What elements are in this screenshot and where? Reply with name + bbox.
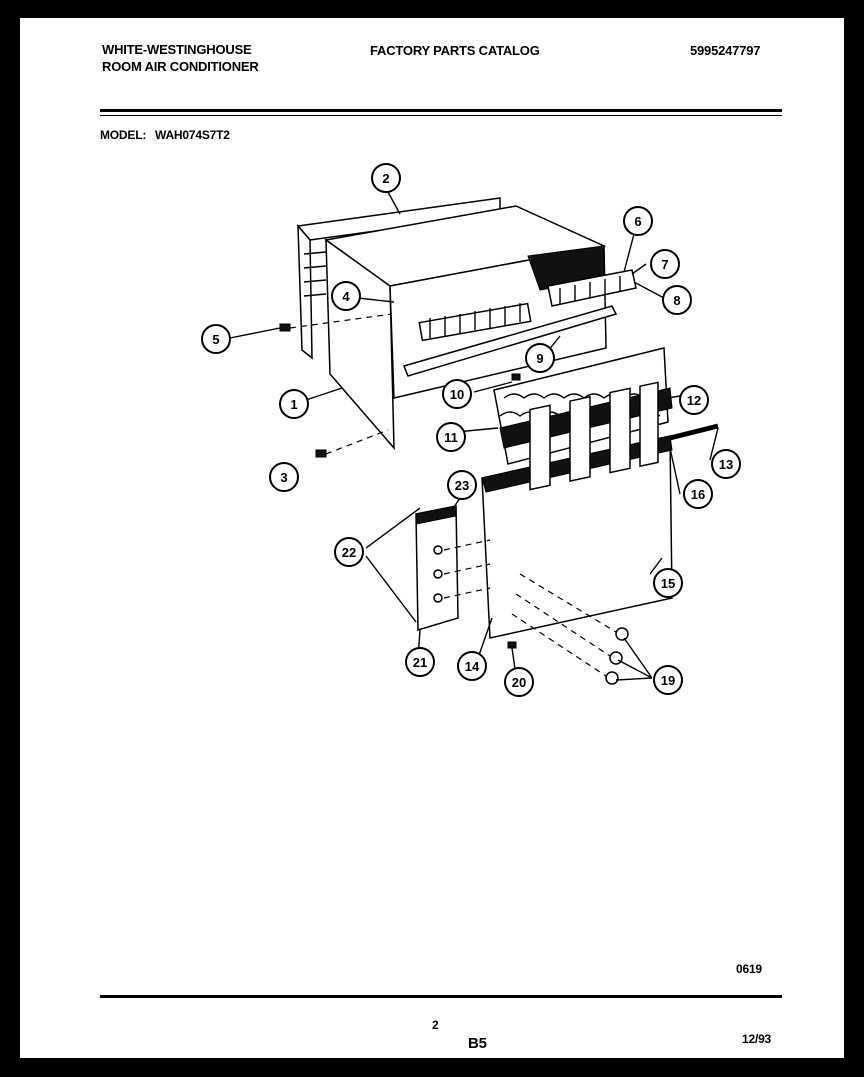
exploded-parts-diagram: 1 2 3 4 5 6 7 8 9 10 11 12 13 14 15 16 1… <box>201 163 741 697</box>
callout-16: 16 <box>683 479 713 509</box>
grille-louver-1 <box>529 404 551 491</box>
svg-text:16: 16 <box>691 487 705 502</box>
louver-rail-right <box>547 269 637 307</box>
svg-text:22: 22 <box>342 545 356 560</box>
footer-code: 0619 <box>736 962 762 976</box>
callout-19: 19 <box>653 665 683 695</box>
screw-20 <box>507 641 517 649</box>
cabinet-side-flange <box>297 223 313 360</box>
brand-line-2: ROOM AIR CONDITIONER <box>102 59 259 74</box>
callout-3: 3 <box>269 462 299 492</box>
callout-10: 10 <box>442 379 472 409</box>
section-code: B5 <box>468 1035 487 1052</box>
louver-rail-left <box>418 302 532 342</box>
header-rule-thin <box>100 115 782 116</box>
svg-text:1: 1 <box>290 397 297 412</box>
header-rule-thick <box>100 109 782 112</box>
svg-text:2: 2 <box>382 171 389 186</box>
svg-text:8: 8 <box>673 293 680 308</box>
brand-line-1: WHITE-WESTINGHOUSE <box>102 42 252 57</box>
support-rail <box>402 305 618 377</box>
callout-6: 6 <box>623 206 653 236</box>
svg-text:20: 20 <box>512 675 526 690</box>
svg-text:9: 9 <box>536 351 543 366</box>
catalog-title: FACTORY PARTS CATALOG <box>370 43 540 58</box>
callout-21: 21 <box>405 647 435 677</box>
grille-louver-2 <box>569 395 591 483</box>
page-number: 2 <box>432 1018 439 1032</box>
callout-2: 2 <box>371 163 401 193</box>
grille-louver-3 <box>609 387 631 474</box>
callout-22: 22 <box>334 537 364 567</box>
svg-text:19: 19 <box>661 673 675 688</box>
callout-23: 23 <box>447 470 477 500</box>
callout-8: 8 <box>662 285 692 315</box>
callout-15: 15 <box>653 568 683 598</box>
knob-1 <box>615 627 629 641</box>
screw-5 <box>279 323 291 332</box>
callout-9: 9 <box>525 343 555 373</box>
model-label: MODEL: <box>100 128 147 142</box>
callout-12: 12 <box>679 385 709 415</box>
grille-rod <box>669 423 719 441</box>
callout-20: 20 <box>504 667 534 697</box>
callout-1: 1 <box>279 389 309 419</box>
svg-text:23: 23 <box>455 478 469 493</box>
parts-catalog-sheet: WHITE-WESTINGHOUSE ROOM AIR CONDITIONER … <box>20 18 844 1058</box>
knob-3 <box>605 671 619 685</box>
svg-text:7: 7 <box>661 257 668 272</box>
footer-date: 12/93 <box>742 1032 772 1046</box>
svg-text:5: 5 <box>212 332 219 347</box>
callout-11: 11 <box>436 422 466 452</box>
svg-text:10: 10 <box>450 387 464 402</box>
svg-text:12: 12 <box>687 393 701 408</box>
svg-text:11: 11 <box>444 430 458 445</box>
grille-louver-4 <box>639 381 659 468</box>
model-value: WAH074S7T2 <box>155 128 230 142</box>
svg-text:21: 21 <box>413 655 427 670</box>
svg-text:13: 13 <box>719 457 733 472</box>
callout-5: 5 <box>201 324 231 354</box>
svg-text:4: 4 <box>342 289 350 304</box>
callout-14: 14 <box>457 651 487 681</box>
knob-2 <box>609 651 623 665</box>
control-panel-top <box>415 505 457 525</box>
svg-text:3: 3 <box>280 470 287 485</box>
footer-rule <box>100 995 782 998</box>
callout-4: 4 <box>331 281 361 311</box>
svg-text:15: 15 <box>661 576 675 591</box>
callout-13: 13 <box>711 449 741 479</box>
svg-text:14: 14 <box>465 659 480 674</box>
callout-7: 7 <box>650 249 680 279</box>
screw-10 <box>511 373 521 381</box>
control-panel <box>415 505 459 632</box>
svg-text:6: 6 <box>634 214 641 229</box>
catalog-number: 5995247797 <box>690 43 761 58</box>
screw-3 <box>315 449 327 458</box>
